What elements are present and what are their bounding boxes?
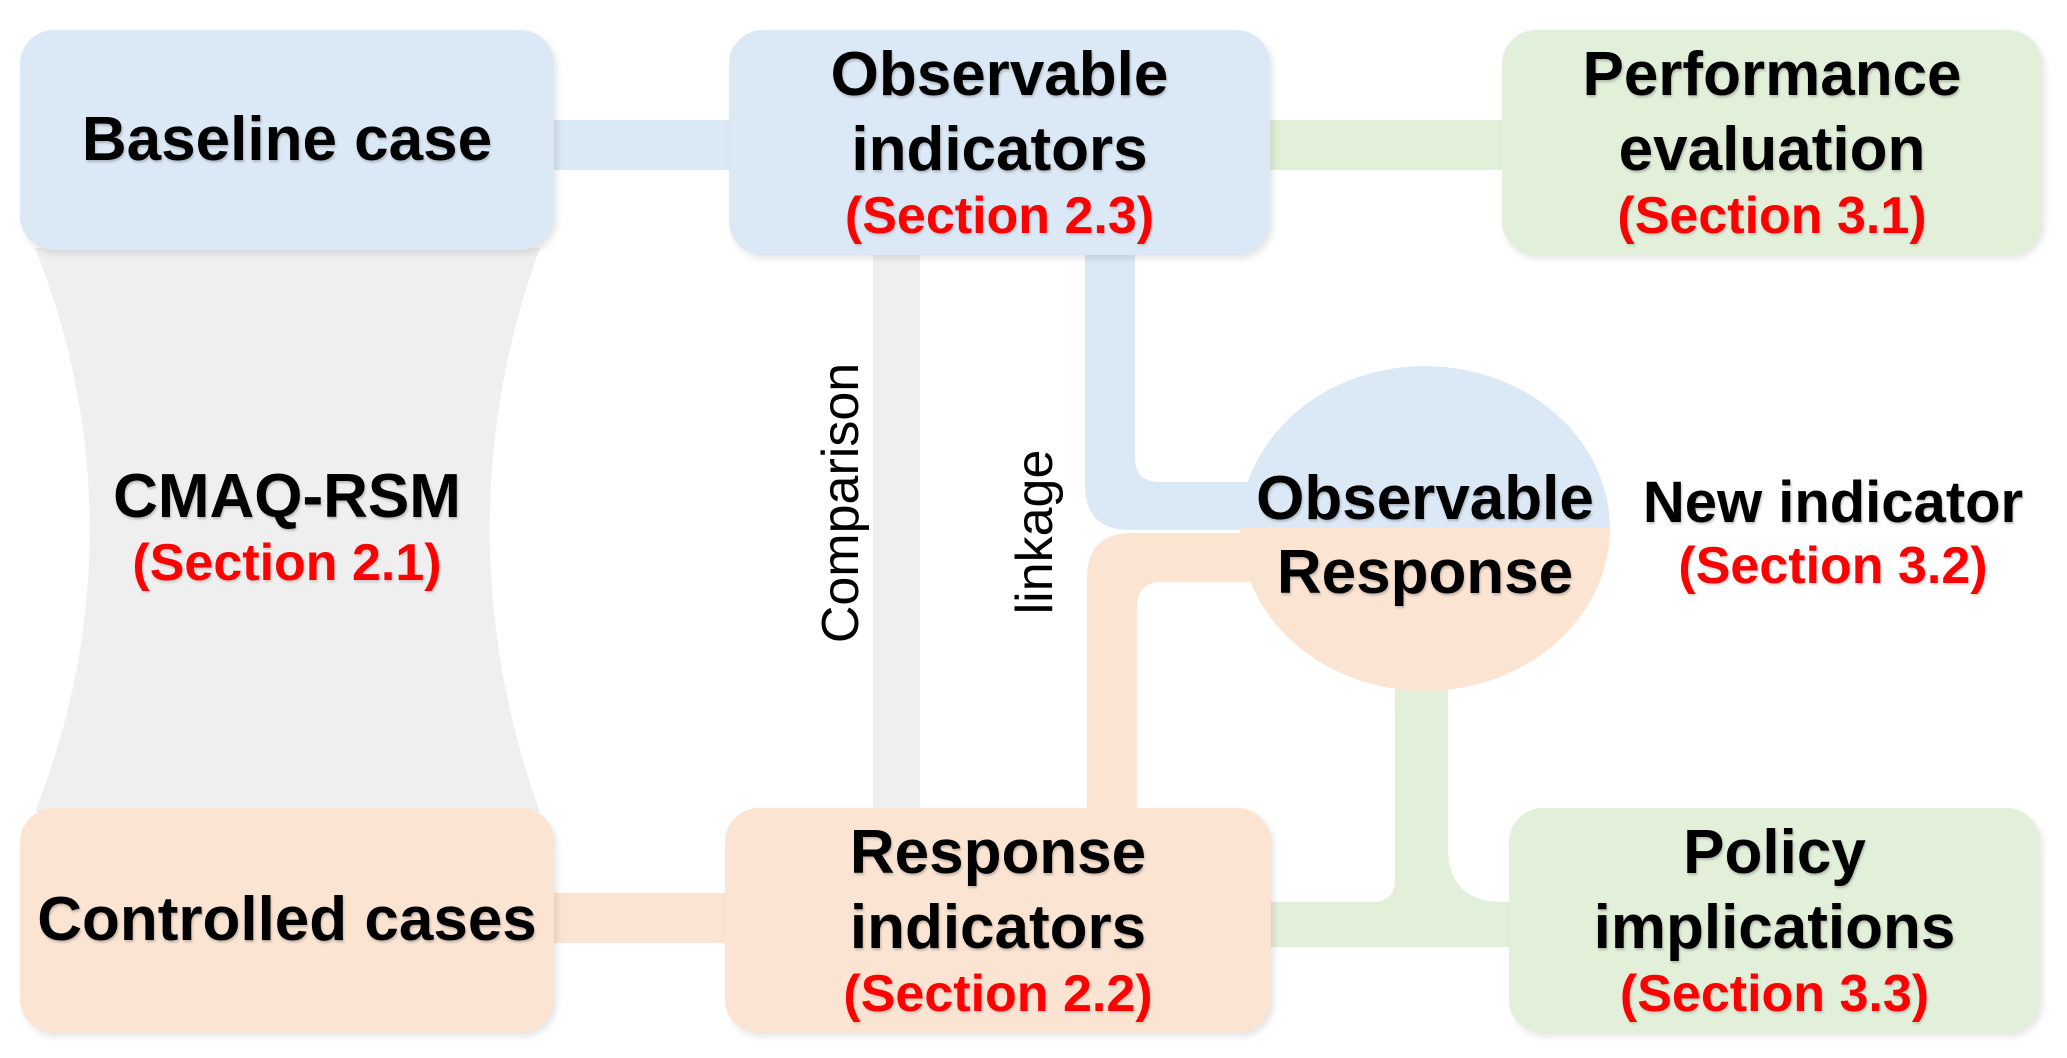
comparison-connector <box>873 253 920 812</box>
new-indicator-title: New indicator <box>1642 470 2024 535</box>
indicators-to-performance-connector <box>1266 120 1506 170</box>
cmaq-rsm-label: CMAQ-RSM (Section 2.1) <box>20 442 554 612</box>
controlled-to-response-connector <box>550 893 729 943</box>
linkage-edge-label: linkage <box>1006 449 1064 615</box>
new-indicator-label: New indicator (Section 3.2) <box>1628 470 2038 596</box>
response-to-policy-connector <box>1267 655 1513 947</box>
observable-response-circle-top <box>1240 366 1610 529</box>
observable-response-circle-bottom <box>1240 528 1610 691</box>
observable-indicators-node: Observable indicators (Section 2.3) <box>729 30 1270 255</box>
new-indicator-section: (Section 3.2) <box>1678 536 1988 595</box>
response-indicators-title: Response indicators <box>849 818 1147 962</box>
baseline-case-node: Baseline case <box>20 30 554 250</box>
policy-implications-node: Policy implications (Section 3.3) <box>1509 808 2040 1033</box>
observable-response-label: Observable Response <box>1251 462 1599 611</box>
observable-response-title: Observable Response <box>1256 464 1594 608</box>
controlled-cases-title: Controlled cases <box>37 885 537 955</box>
performance-evaluation-title: Performance evaluation <box>1582 40 1962 184</box>
controlled-cases-node: Controlled cases <box>20 808 554 1033</box>
cmaq-hourglass-connector <box>35 248 540 812</box>
comparison-edge-label: Comparison <box>812 362 870 644</box>
performance-evaluation-node: Performance evaluation (Section 3.1) <box>1502 30 2042 255</box>
performance-evaluation-section: (Section 3.1) <box>1617 186 1927 245</box>
cmaq-rsm-title: CMAQ-RSM <box>113 461 461 531</box>
response-indicators-section: (Section 2.2) <box>843 964 1153 1023</box>
response-indicators-node: Response indicators (Section 2.2) <box>725 808 1271 1033</box>
circle-to-response-connector <box>1087 533 1256 812</box>
cmaq-rsm-section: (Section 2.1) <box>132 534 442 593</box>
policy-implications-title: Policy implications <box>1593 818 1956 962</box>
observable-indicators-section: (Section 2.3) <box>844 186 1155 245</box>
baseline-to-indicators-connector <box>550 120 733 170</box>
baseline-case-title: Baseline case <box>81 104 493 174</box>
policy-implications-section: (Section 3.3) <box>1619 964 1930 1023</box>
observable-indicators-title: Observable indicators <box>830 40 1169 184</box>
indicators-to-circle-connector <box>1085 253 1256 530</box>
